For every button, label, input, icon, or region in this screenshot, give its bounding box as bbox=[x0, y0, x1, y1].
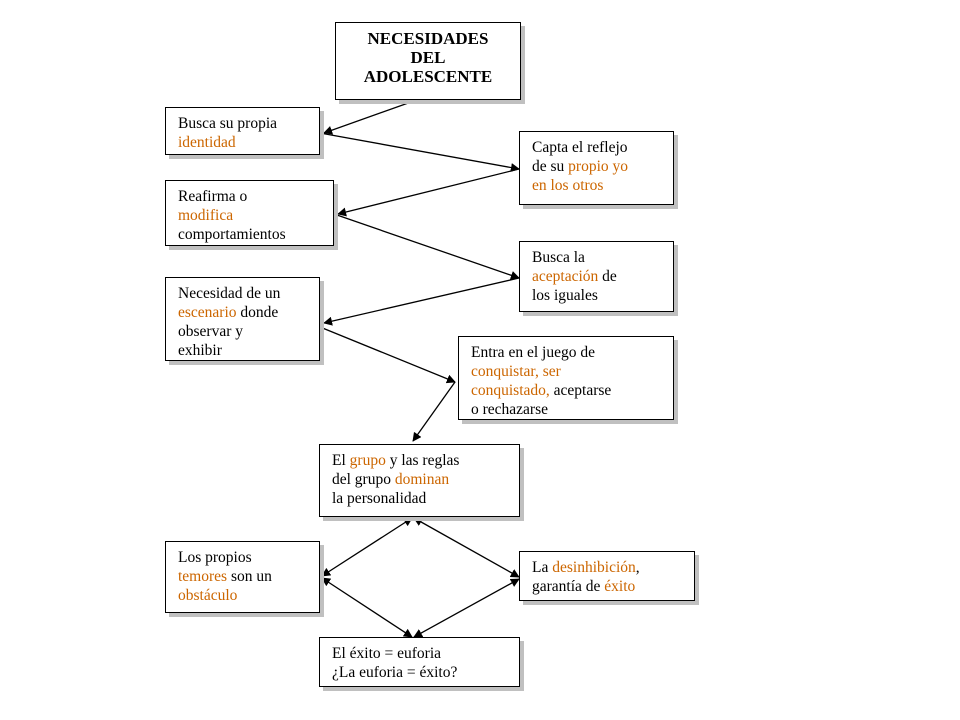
node-text-line: El éxito = euforia bbox=[332, 644, 509, 663]
highlighted-text: en los otros bbox=[532, 177, 604, 194]
node-text: son un bbox=[227, 568, 272, 585]
edge-n0-n1 bbox=[323, 95, 429, 135]
highlighted-text: desinhibición bbox=[552, 559, 636, 576]
node-text-line: DEL bbox=[344, 48, 512, 67]
highlighted-text: escenario bbox=[178, 304, 237, 321]
edge-n1-n2 bbox=[319, 132, 520, 172]
node-desinhibicion: La desinhibición,garantía de éxito bbox=[519, 551, 695, 601]
node-text-line: exhibir bbox=[178, 341, 309, 360]
node-text: garantía de bbox=[532, 578, 605, 595]
node-text: ADOLESCENTE bbox=[363, 67, 493, 86]
node-busca-identidad: Busca su propia identidad bbox=[165, 107, 320, 155]
node-text-line: de su propio yo bbox=[532, 157, 663, 176]
edge-n9-n10 bbox=[413, 578, 520, 638]
node-text-line: conquistar, ser bbox=[471, 362, 663, 381]
node-text: donde bbox=[236, 304, 279, 321]
highlighted-text: modifica bbox=[178, 207, 234, 224]
edge-n8-n10 bbox=[321, 577, 413, 638]
node-text-line: El grupo y las reglas bbox=[332, 451, 509, 470]
edge-n2-n3 bbox=[337, 168, 520, 217]
node-text: ¿La euforia = éxito? bbox=[332, 664, 458, 681]
node-text-line: La desinhibición, bbox=[532, 558, 684, 577]
node-text: observar y bbox=[178, 323, 243, 340]
node-text: la personalidad bbox=[332, 490, 427, 507]
edge-n7-n8 bbox=[321, 517, 413, 577]
node-text: Los propios bbox=[178, 549, 252, 566]
node-text-line: ¿La euforia = éxito? bbox=[332, 663, 509, 682]
node-text: DEL bbox=[410, 48, 446, 67]
node-reafirma-modifica: Reafirma o modifica comportamientos bbox=[165, 180, 334, 246]
node-text: comportamientos bbox=[178, 226, 286, 243]
node-text-line: del grupo dominan bbox=[332, 470, 509, 489]
node-text-line: temores son un bbox=[178, 567, 309, 586]
node-text-line: modifica bbox=[178, 206, 323, 225]
node-text: Capta el reflejo bbox=[532, 139, 628, 156]
highlighted-text: grupo bbox=[349, 452, 386, 469]
node-text-line: comportamientos bbox=[178, 225, 323, 244]
highlighted-text: aceptación bbox=[532, 268, 599, 285]
highlighted-text: identidad bbox=[178, 134, 236, 151]
node-text-line: Necesidad de un bbox=[178, 284, 309, 303]
node-text-line: garantía de éxito bbox=[532, 577, 684, 596]
edge-n7-n9 bbox=[413, 517, 520, 578]
node-text-line: conquistado, aceptarse bbox=[471, 381, 663, 400]
node-text-line: Reafirma o bbox=[178, 187, 323, 206]
node-text: NECESIDADES bbox=[367, 29, 489, 48]
node-text-line: Busca su propia bbox=[178, 114, 309, 133]
node-text-line: NECESIDADES bbox=[344, 29, 512, 48]
node-text: y las reglas bbox=[385, 452, 460, 469]
node-text-line: Busca la bbox=[532, 248, 663, 267]
node-text-line: Entra en el juego de bbox=[471, 343, 663, 362]
node-text: Entra en el juego de bbox=[471, 344, 595, 361]
node-text: , bbox=[635, 559, 640, 576]
node-text-line: Capta el reflejo bbox=[532, 138, 663, 157]
node-text: exhibir bbox=[178, 342, 222, 359]
node-text: Busca su propia bbox=[178, 115, 278, 132]
node-exito-euforia: El éxito = euforia ¿La euforia = éxito? bbox=[319, 637, 520, 687]
edge-n3-n4 bbox=[333, 213, 520, 280]
node-text: El éxito = euforia bbox=[332, 645, 442, 662]
node-text: o rechazarse bbox=[471, 401, 549, 418]
node-text-line: observar y bbox=[178, 322, 309, 341]
node-text-line: o rechazarse bbox=[471, 400, 663, 419]
edge-n6-n7 bbox=[412, 381, 456, 442]
highlighted-text: temores bbox=[178, 568, 228, 585]
node-text-line: ADOLESCENTE bbox=[344, 67, 512, 86]
highlighted-text: éxito bbox=[604, 578, 636, 595]
highlighted-text: conquistado, bbox=[471, 382, 550, 399]
node-text-line: identidad bbox=[178, 133, 309, 152]
node-text-line: Los propios bbox=[178, 548, 309, 567]
edge-n5-n6 bbox=[319, 326, 456, 384]
node-text-line: los iguales bbox=[532, 286, 663, 305]
highlighted-text: propio yo bbox=[568, 158, 629, 175]
node-text: los iguales bbox=[532, 287, 598, 304]
node-text: aceptarse bbox=[549, 382, 612, 399]
edge-n4-n5 bbox=[323, 277, 520, 326]
node-text: de su bbox=[532, 158, 569, 175]
node-text-line: en los otros bbox=[532, 176, 663, 195]
highlighted-text: conquistar, ser bbox=[471, 363, 561, 380]
node-text: Reafirma o bbox=[178, 188, 248, 205]
highlighted-text: dominan bbox=[394, 471, 450, 488]
node-text-line: obstáculo bbox=[178, 586, 309, 605]
node-text-line: aceptación de bbox=[532, 267, 663, 286]
node-text-line: la personalidad bbox=[332, 489, 509, 508]
node-text-line: escenario donde bbox=[178, 303, 309, 322]
node-text: La bbox=[532, 559, 553, 576]
node-text: Necesidad de un bbox=[178, 285, 281, 302]
node-text: Busca la bbox=[532, 249, 585, 266]
node-text: El bbox=[332, 452, 350, 469]
highlighted-text: obstáculo bbox=[178, 587, 238, 604]
node-text: del grupo bbox=[332, 471, 395, 488]
node-text: de bbox=[598, 268, 617, 285]
